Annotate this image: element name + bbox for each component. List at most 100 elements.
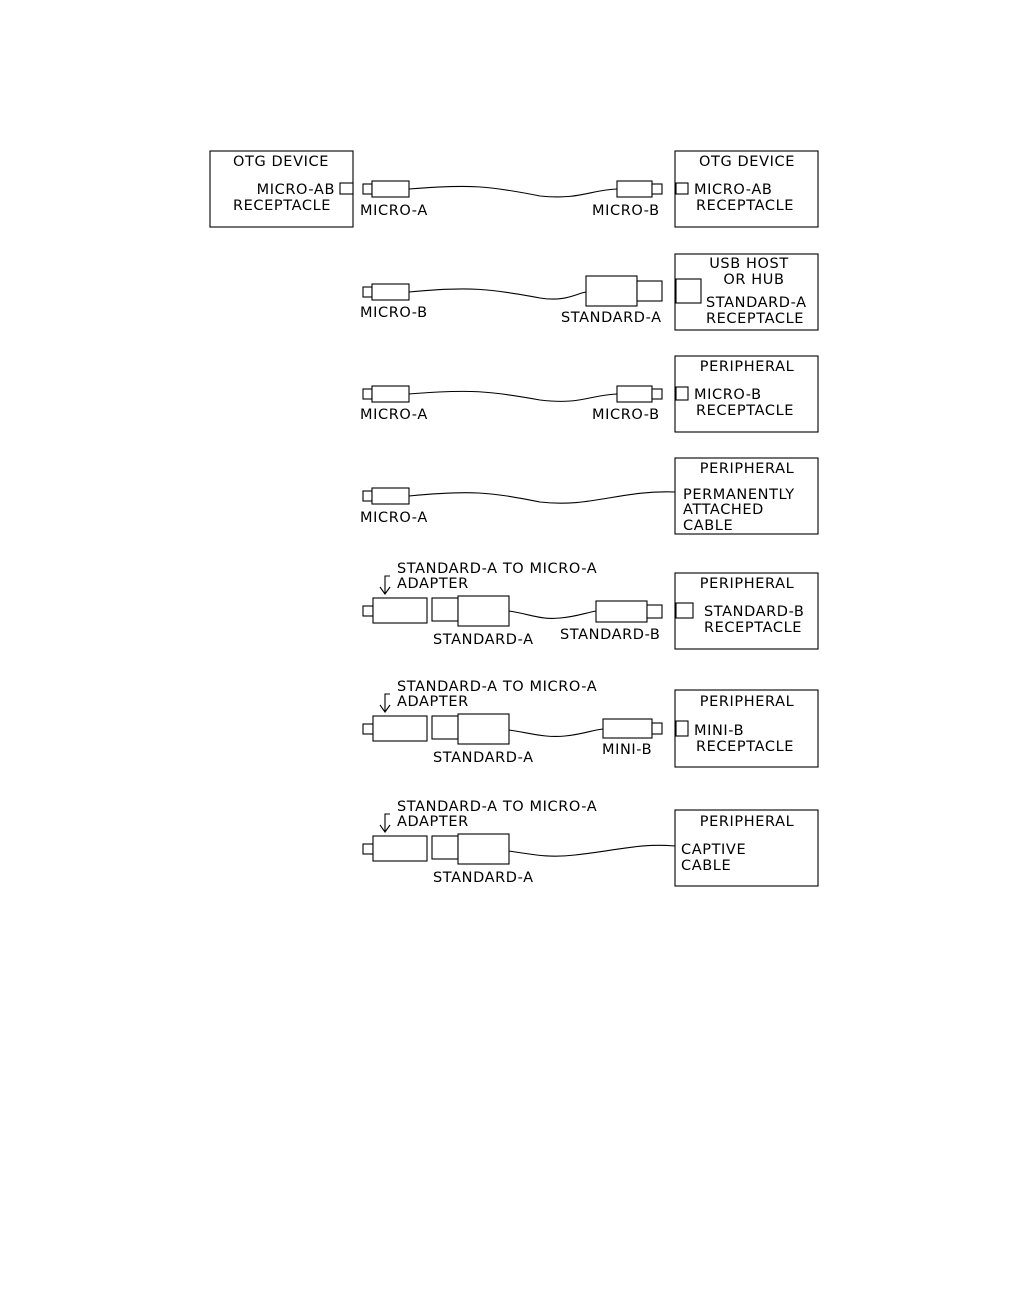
box-label: MINI-B xyxy=(694,723,744,739)
otg-device-box-right xyxy=(674,150,819,228)
micro-b-plug-tip xyxy=(651,388,663,400)
standard-b-receptacle xyxy=(675,602,694,619)
box-title: OR HUB xyxy=(723,272,784,288)
cable xyxy=(508,728,604,737)
standard-a-plug-tip xyxy=(431,597,459,622)
standard-a-plug-tip xyxy=(431,835,459,860)
peripheral-box xyxy=(674,457,819,535)
micro-b-plug-tip xyxy=(651,183,663,195)
adapter-label: ADAPTER xyxy=(397,694,469,710)
box-label: MICRO-B xyxy=(694,387,762,403)
micro-b-plug xyxy=(371,283,410,301)
adapter-label: ADAPTER xyxy=(397,814,469,830)
box-label: CABLE xyxy=(681,858,731,874)
box-title: PERIPHERAL xyxy=(700,814,795,830)
micro-b-plug xyxy=(616,180,653,198)
row-micro-b-peripheral: MICRO-A MICRO-B PERIPHERAL MICRO-B RECEP… xyxy=(360,355,819,433)
arrow-down-icon xyxy=(379,693,391,713)
micro-b-plug-tip xyxy=(362,286,373,298)
micro-a-plug-tip xyxy=(362,183,373,195)
box-label: RECEPTACLE xyxy=(233,198,331,214)
standard-a-receptacle xyxy=(675,278,702,304)
box-title: OTG DEVICE xyxy=(699,154,795,170)
adapter-tip xyxy=(362,843,374,855)
cable xyxy=(408,185,618,198)
adapter-label: STANDARD-A TO MICRO-A xyxy=(397,679,597,695)
plug-label: MICRO-A xyxy=(360,203,428,219)
adapter-label: STANDARD-A TO MICRO-A xyxy=(397,561,597,577)
standard-a-plug xyxy=(457,713,510,745)
plug-label: MICRO-B xyxy=(592,407,660,423)
box-title: PERIPHERAL xyxy=(700,694,795,710)
box-label: RECEPTACLE xyxy=(706,311,804,327)
box-title: USB HOST xyxy=(709,256,789,272)
row-mini-b-peripheral: STANDARD-A TO MICRO-A ADAPTER STANDARD-A… xyxy=(362,679,819,768)
micro-ab-receptacle xyxy=(675,182,689,195)
adapter xyxy=(372,597,428,624)
micro-a-plug-tip xyxy=(362,388,373,400)
adapter-label: STANDARD-A TO MICRO-A xyxy=(397,799,597,815)
adapter-label: ADAPTER xyxy=(397,576,469,592)
arrow-down-icon xyxy=(379,575,391,595)
row-standard-b-peripheral: STANDARD-A TO MICRO-A ADAPTER STANDARD-A… xyxy=(362,561,819,650)
plug-label: STANDARD-A xyxy=(561,310,662,326)
adapter xyxy=(372,835,428,862)
row-attached-cable: MICRO-A PERIPHERAL PERMANENTLY ATTACHED … xyxy=(360,457,819,535)
standard-b-plug-tip xyxy=(646,604,663,619)
box-label: RECEPTACLE xyxy=(696,198,794,214)
micro-b-receptacle xyxy=(675,386,689,401)
plug-label: STANDARD-B xyxy=(560,627,660,643)
box-label: RECEPTACLE xyxy=(704,620,802,636)
cable xyxy=(508,844,676,857)
plug-label: STANDARD-A xyxy=(433,632,534,648)
cable xyxy=(408,390,618,402)
box-label: MICRO-AB xyxy=(694,182,772,198)
plug-label: MICRO-B xyxy=(592,203,660,219)
box-label: RECEPTACLE xyxy=(696,739,794,755)
peripheral-box xyxy=(674,355,819,433)
box-label: CAPTIVE xyxy=(681,842,746,858)
micro-a-plug-tip xyxy=(362,490,373,502)
plug-label: STANDARD-A xyxy=(433,870,534,886)
box-label: PERMANENTLY xyxy=(683,487,795,503)
plug-label: MICRO-A xyxy=(360,407,428,423)
box-label: CABLE xyxy=(683,518,733,534)
arrow-down-icon xyxy=(379,813,391,833)
row-usb-host: MICRO-B STANDARD-A USB HOST OR HUB STAND… xyxy=(360,253,819,331)
box-label: STANDARD-A xyxy=(706,295,807,311)
box-label: RECEPTACLE xyxy=(696,403,794,419)
plug-label: STANDARD-A xyxy=(433,750,534,766)
box-label: STANDARD-B xyxy=(704,604,804,620)
row-captive-cable: STANDARD-A TO MICRO-A ADAPTER STANDARD-A… xyxy=(362,799,819,887)
micro-a-plug xyxy=(371,385,410,403)
mini-b-plug xyxy=(602,718,653,739)
micro-ab-receptacle xyxy=(339,182,354,195)
peripheral-box xyxy=(674,689,819,768)
box-title: PERIPHERAL xyxy=(700,359,795,375)
cable xyxy=(508,610,597,619)
standard-a-plug-tip xyxy=(636,280,663,302)
standard-a-plug xyxy=(585,275,638,307)
plug-label: MICRO-A xyxy=(360,510,428,526)
adapter xyxy=(372,715,428,742)
standard-a-plug xyxy=(457,833,510,865)
cable xyxy=(408,491,676,504)
micro-b-plug xyxy=(616,385,653,403)
adapter-tip xyxy=(362,723,374,735)
otg-device-box-left xyxy=(209,150,354,228)
mini-b-plug-tip xyxy=(651,722,663,735)
box-title: PERIPHERAL xyxy=(700,461,795,477)
box-title: OTG DEVICE xyxy=(233,154,329,170)
cable xyxy=(408,288,587,300)
box-label: MICRO-AB xyxy=(257,182,335,198)
standard-a-plug-tip xyxy=(431,715,459,740)
box-title: PERIPHERAL xyxy=(700,576,795,592)
standard-b-plug xyxy=(595,600,648,623)
box-label: ATTACHED xyxy=(683,502,764,518)
plug-label: MINI-B xyxy=(602,742,652,758)
peripheral-box xyxy=(674,809,819,887)
micro-a-plug xyxy=(371,487,410,505)
standard-a-plug xyxy=(457,595,510,627)
plug-label: MICRO-B xyxy=(360,305,428,321)
